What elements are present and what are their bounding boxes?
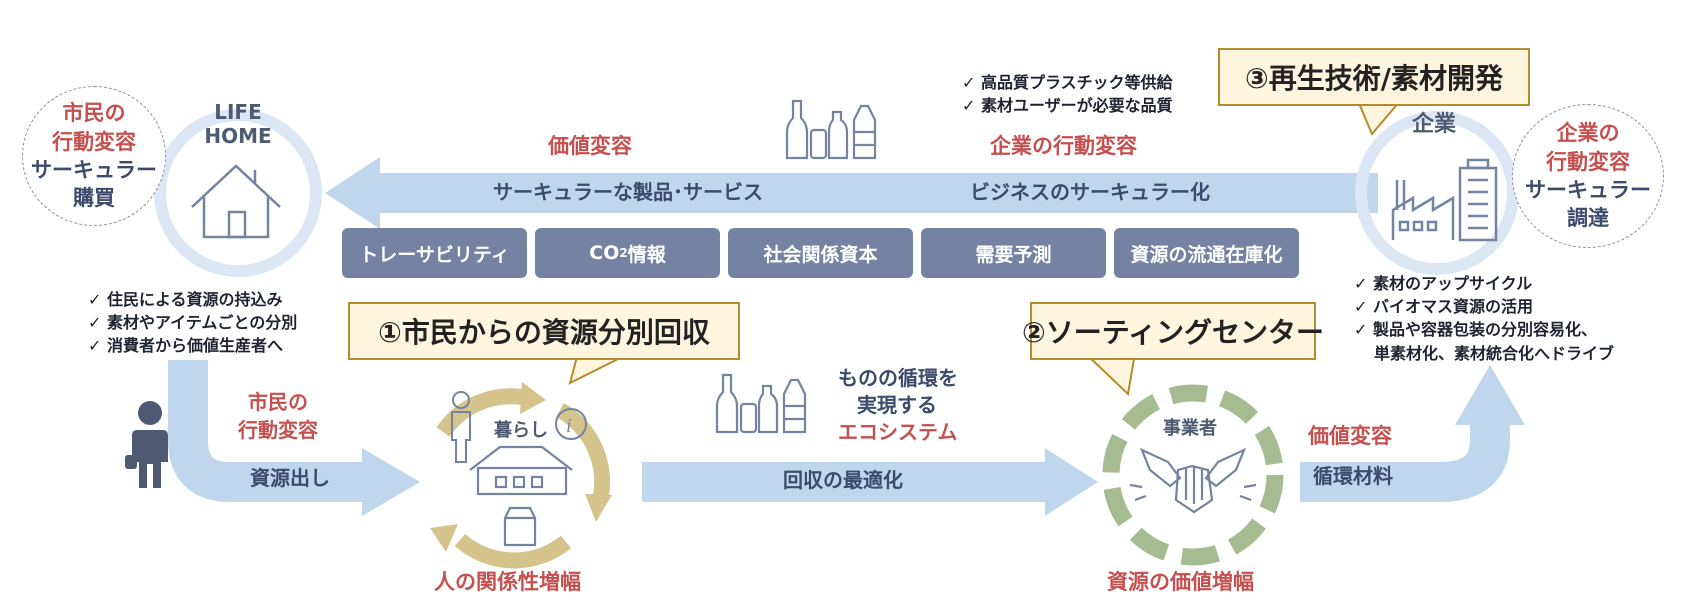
top-flow-arrow <box>325 157 1378 229</box>
life-home-label: LIFE HOME <box>196 100 280 148</box>
people-relation-label: 人の関係性増幅 <box>434 570 581 594</box>
supply-check-1: 高品質プラスチック等供給 <box>962 71 1173 94</box>
resource-out-label: 資源出し <box>250 466 330 490</box>
pill-demand-forecast: 需要予測 <box>921 228 1106 278</box>
company-circle-line3: サーキュラー <box>1525 178 1651 202</box>
company-label: 企業 <box>1412 112 1457 137</box>
pill-traceability: トレーサビリティ <box>342 228 527 278</box>
citizen-check-2: 素材やアイテムごとの分別 <box>88 311 297 334</box>
resource-out-arrow <box>168 360 420 516</box>
home-label: HOME <box>204 124 272 148</box>
callout-sorting-center: ②ソーティングセンター <box>1022 302 1324 360</box>
handshake-icon <box>1129 447 1257 514</box>
citizen-check-3: 消費者から価値生産者へ <box>88 334 297 357</box>
circular-material-arrow <box>1300 365 1525 502</box>
kurashi-label: 暮らし <box>494 420 548 441</box>
resource-value-label: 資源の価値増幅 <box>1107 570 1254 594</box>
company-circle-line4: 調達 <box>1567 206 1609 231</box>
citizen-circle-line2: 行動変容 <box>52 129 136 154</box>
company-behavior-circle: 企業の 行動変容 サーキュラー 調達 <box>1512 104 1664 248</box>
citizen-checklist: 住民による資源の持込み 素材やアイテムごとの分別 消費者から価値生産者へ <box>88 288 297 358</box>
ecosystem-line3: エコシステム <box>838 420 958 444</box>
co2-prefix: CO <box>589 242 620 264</box>
bottles-icon-top <box>785 99 877 160</box>
life-label: LIFE <box>214 100 262 124</box>
ecosystem-line2: 実現する <box>857 393 937 417</box>
circular-products-label: サーキュラーな製品･サービス <box>493 180 763 204</box>
supply-checklist: 高品質プラスチック等供給 素材ユーザーが必要な品質 <box>962 71 1173 117</box>
citizen-circle-line1: 市民の <box>62 101 126 126</box>
company-circle-line2: 行動変容 <box>1546 149 1630 174</box>
callout-recycling-tech: ③再生技術/素材開発 <box>1218 48 1530 106</box>
company-check-3: 製品や容器包装の分別容易化、 <box>1354 318 1614 341</box>
callout-citizen-collection: ①市民からの資源分別回収 <box>348 302 740 360</box>
company-check-2: バイオマス資源の活用 <box>1354 295 1614 318</box>
citizen-change-line1: 市民の <box>248 390 308 414</box>
citizen-check-1: 住民による資源の持込み <box>88 288 297 311</box>
citizen-behavior-circle: 市民の 行動変容 サーキュラー 購買 <box>22 86 166 226</box>
info-icon <box>555 408 587 440</box>
value-change-right: 価値変容 <box>1308 424 1392 448</box>
jigyosha-label: 事業者 <box>1163 418 1217 439</box>
company-behavior-change: 企業の行動変容 <box>990 134 1137 158</box>
business-circular-label: ビジネスのサーキュラー化 <box>970 180 1210 204</box>
company-circle-line1: 企業の <box>1556 121 1620 146</box>
citizen-circle-line3: サーキュラー <box>31 158 157 182</box>
citizen-circle-line4: 購買 <box>73 186 115 211</box>
factory-icon <box>1391 180 1455 240</box>
company-check-1: 素材のアップサイクル <box>1354 272 1614 295</box>
life-cycle-ring <box>436 388 611 569</box>
company-check-4: 単素材化、素材統合化へドライブ <box>1374 343 1615 363</box>
company-ring <box>1355 111 1519 275</box>
co2-sub: 2 <box>619 246 628 260</box>
citizen-change-line2: 行動変容 <box>238 418 318 442</box>
ecosystem-line1: ものの循環を <box>838 366 958 390</box>
ecosystem-label: ものの循環を 実現する エコシステム <box>838 365 958 446</box>
supply-check-2: 素材ユーザーが必要な品質 <box>962 94 1173 117</box>
info-glyph: i <box>566 415 572 437</box>
pill-inventory: 資源の流通在庫化 <box>1114 228 1299 278</box>
pill-social-capital: 社会関係資本 <box>728 228 913 278</box>
house-icon <box>191 164 281 239</box>
circular-material-label: 循環材料 <box>1313 464 1393 488</box>
community-house-icon <box>469 445 573 496</box>
value-change-top: 価値変容 <box>548 134 632 158</box>
sorting-ring <box>1102 384 1284 566</box>
collection-arrow <box>642 448 1098 516</box>
citizen-change-label: 市民の 行動変容 <box>238 388 318 444</box>
person-icon <box>125 401 168 488</box>
co2-suffix: 情報 <box>627 243 666 266</box>
life-home-ring <box>154 109 322 277</box>
resident-figure-icon <box>451 391 471 463</box>
life-cycle-arrowheads <box>430 382 612 552</box>
collection-optimization-label: 回収の最適化 <box>783 468 903 492</box>
building-icon <box>1458 158 1498 242</box>
bottles-icon-middle <box>715 373 807 434</box>
company-checklist: 素材のアップサイクル バイオマス資源の活用 製品や容器包装の分別容易化、 単素材… <box>1354 272 1614 365</box>
milk-carton-icon <box>503 506 537 547</box>
